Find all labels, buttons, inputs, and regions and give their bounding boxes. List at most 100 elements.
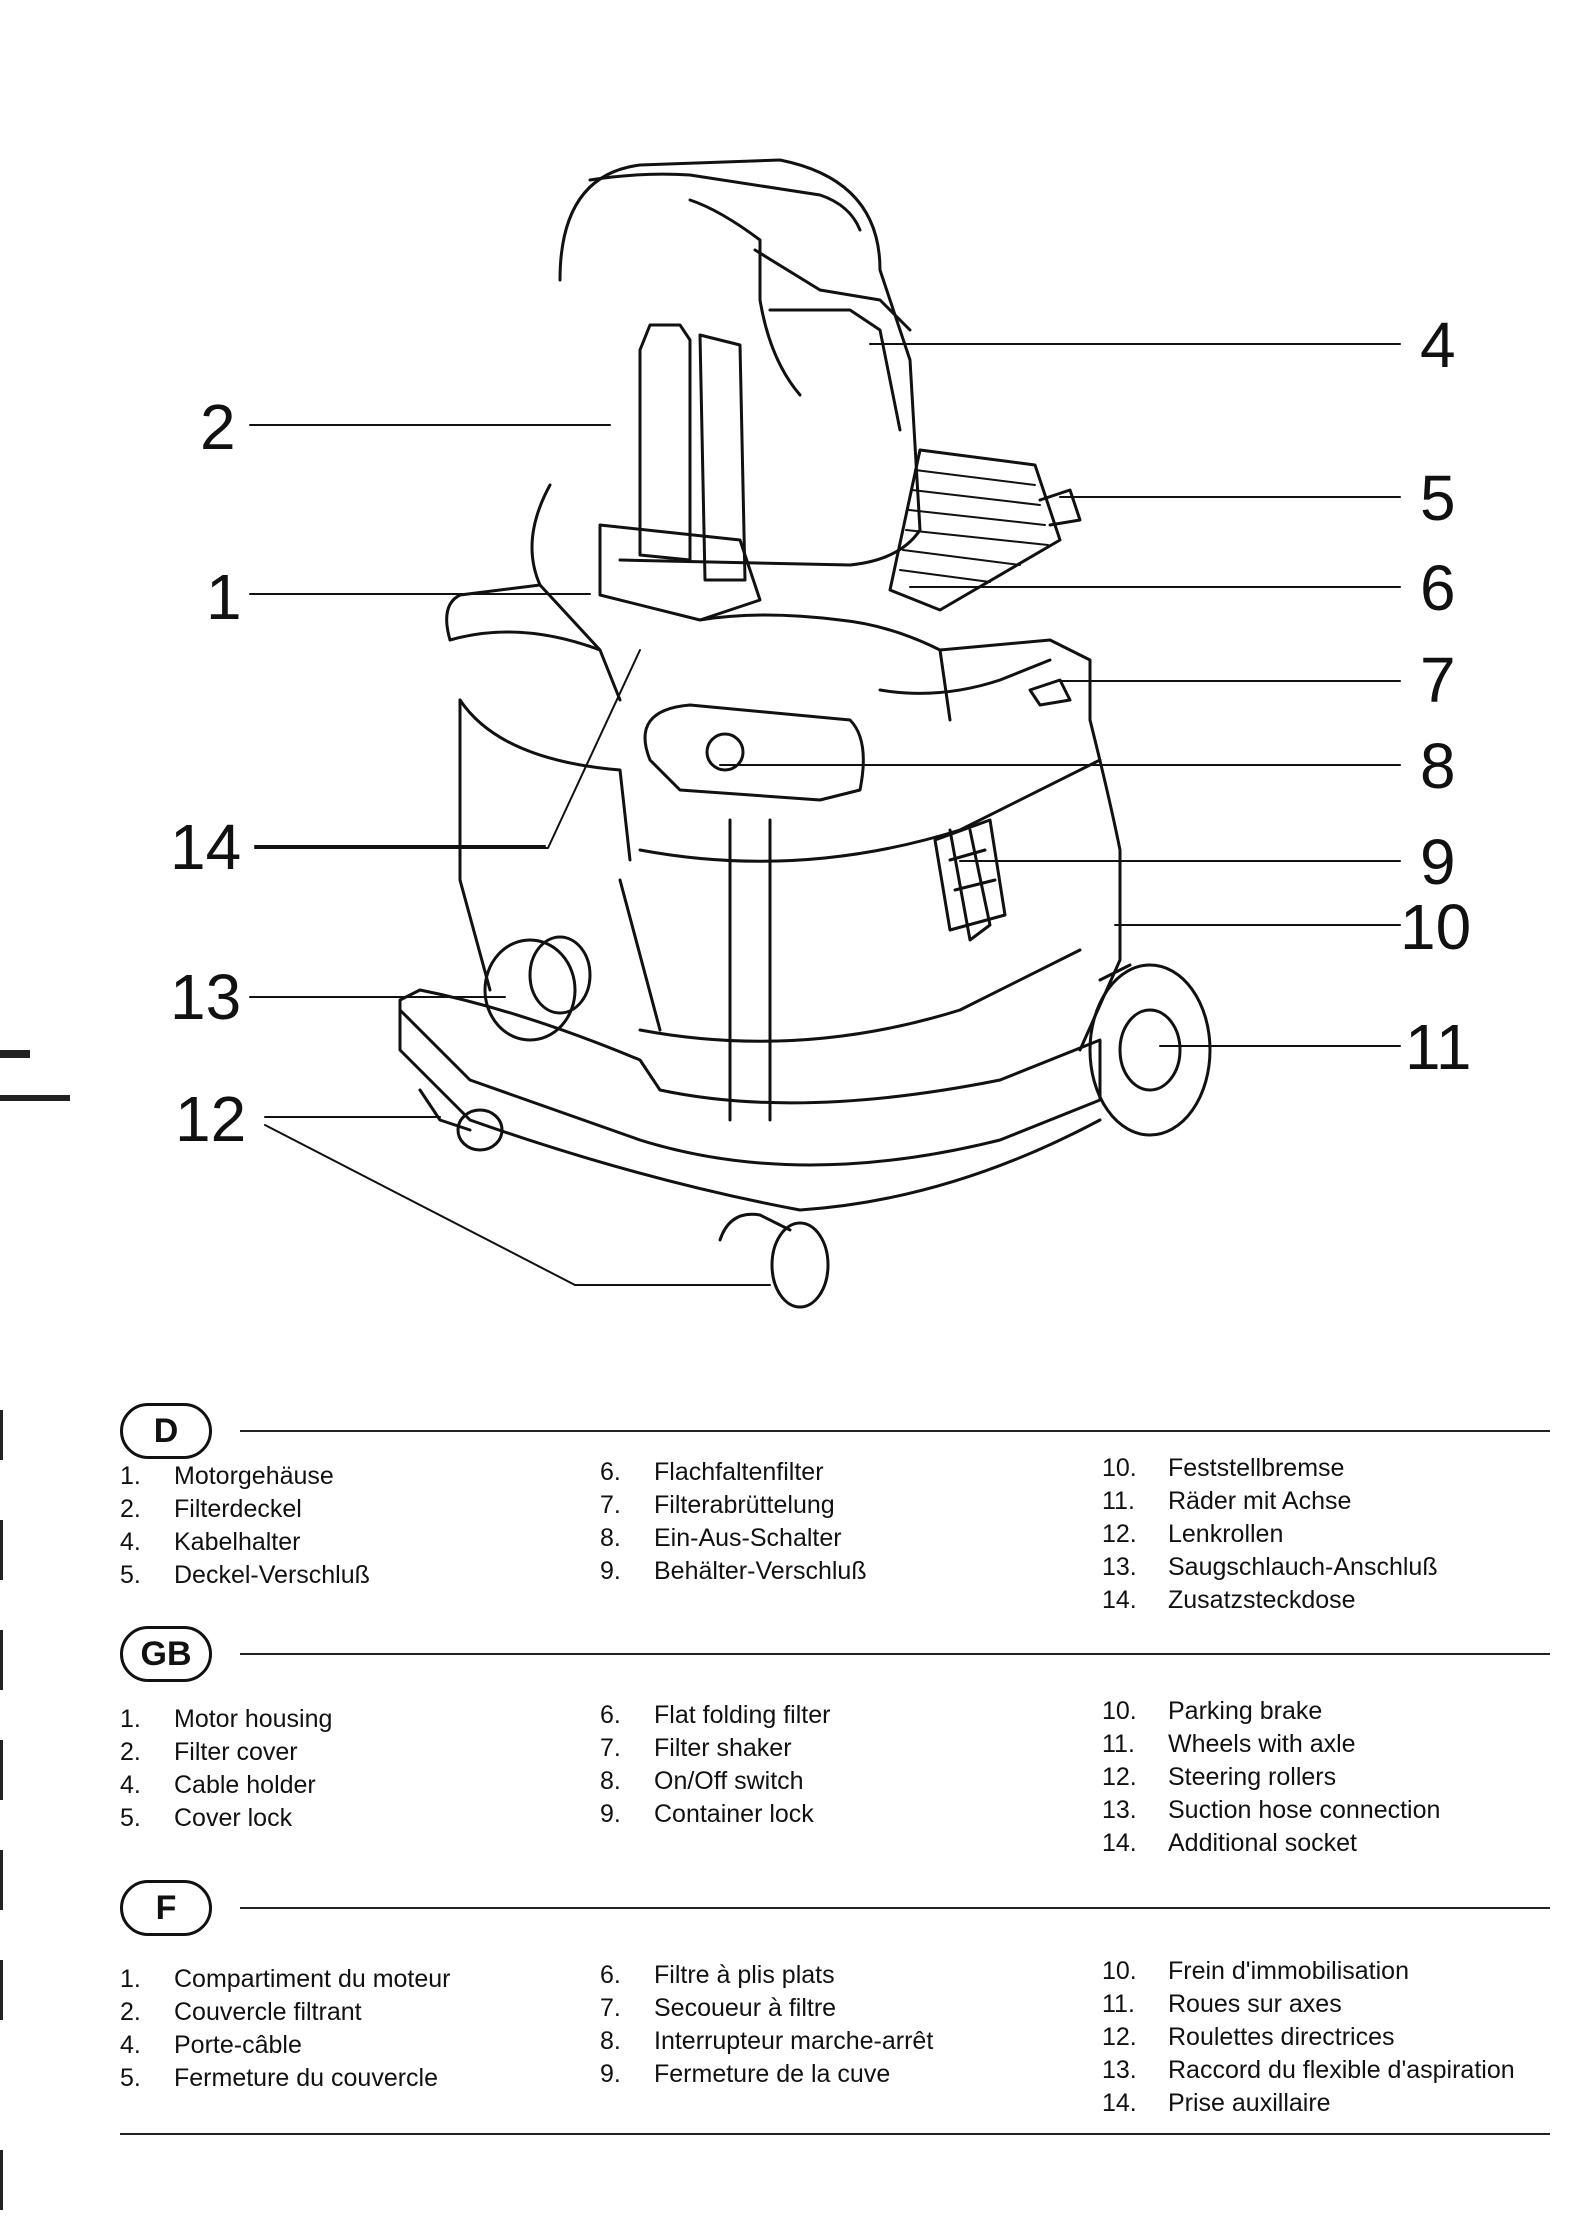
legend-item-number: 5. xyxy=(120,2064,141,2092)
legend-item-label: Lenkrollen xyxy=(1168,1520,1284,1548)
callout-11: 11 xyxy=(1405,1011,1472,1083)
legend-item-number: 7. xyxy=(600,1734,621,1762)
legend-item-label: Couvercle filtrant xyxy=(174,1998,362,2026)
legend-item-label: Wheels with axle xyxy=(1168,1730,1356,1758)
scan-mark xyxy=(0,1630,3,1690)
legend-item-label: Filter shaker xyxy=(654,1734,792,1762)
legend-item-label: Raccord du flexible d'aspiration xyxy=(1168,2056,1515,2084)
legend-item: 7.Filterabrüttelung xyxy=(600,1489,867,1522)
legend-item-label: Motor housing xyxy=(174,1705,333,1733)
legend-item-label: Porte-câble xyxy=(174,2031,302,2059)
legend-item-number: 10. xyxy=(1102,1454,1137,1482)
legend-item-number: 8. xyxy=(600,1524,621,1552)
divider xyxy=(240,1430,1550,1432)
legend-item-number: 8. xyxy=(600,1767,621,1795)
legend-item-label: Zusatzsteckdose xyxy=(1168,1586,1356,1614)
legend-item-number: 2. xyxy=(120,1998,141,2026)
legend-item-label: Suction hose connection xyxy=(1168,1796,1441,1824)
legend-column: 10.Parking brake 11.Wheels with axle 12.… xyxy=(1102,1695,1440,1860)
legend-item: 12.Lenkrollen xyxy=(1102,1518,1438,1551)
legend-item-label: Feststellbremse xyxy=(1168,1454,1345,1482)
tank-drawing xyxy=(458,698,1122,1122)
legend-item-number: 1. xyxy=(120,1705,141,1733)
legend-item-label: Flat folding filter xyxy=(654,1701,831,1729)
legend-item-label: Saugschlauch-Anschluß xyxy=(1168,1553,1438,1581)
legend-item: 5. Fermeture du couvercle xyxy=(120,2062,451,2095)
legend-item-label: Roues sur axes xyxy=(1168,1990,1342,2018)
legend-item-number: 10. xyxy=(1102,1697,1137,1725)
legend-item-label: Fermeture de la cuve xyxy=(654,2060,891,2088)
legend-item-number: 8. xyxy=(600,2027,621,2055)
callout-7: 7 xyxy=(1420,644,1456,716)
legend-item: 8.On/Off switch xyxy=(600,1765,830,1798)
legend-item-label: Prise auxillaire xyxy=(1168,2089,1331,2117)
legend-item-number: 1. xyxy=(120,1965,141,1993)
legend-item: 2. Couvercle filtrant xyxy=(120,1996,451,2029)
legend-item: 4.Cable holder xyxy=(120,1769,332,1802)
container-lock-drawing xyxy=(933,818,1007,932)
language-badge-f: F xyxy=(120,1880,212,1936)
legend-column: 6.Filtre à plis plats 7.Secoueur à filtr… xyxy=(600,1959,933,2091)
legend-item: 1. Motor housing xyxy=(120,1703,332,1736)
legend-item-label: Räder mit Achse xyxy=(1168,1487,1352,1515)
legend-item: 9.Container lock xyxy=(600,1798,830,1831)
legend-column: 1. Compartiment du moteur 2. Couvercle fil… xyxy=(120,1963,451,2095)
legend-item: 5.Deckel-Verschluß xyxy=(120,1559,370,1592)
legend-item-label: Secoueur à filtre xyxy=(654,1994,837,2022)
legend-item-number: 5. xyxy=(120,1804,141,1832)
scan-mark xyxy=(0,1050,30,1058)
hose-connection-drawing xyxy=(483,935,592,1042)
legend-item-label: Container lock xyxy=(654,1800,814,1828)
legend-item: 2.Filterdeckel xyxy=(120,1493,370,1526)
handle-drawing xyxy=(598,323,762,622)
scan-mark xyxy=(0,1410,3,1460)
flat-filter-drawing xyxy=(888,448,1062,612)
legend-item: 1. Compartiment du moteur xyxy=(120,1963,451,1996)
legend-item-label: Compartiment du moteur xyxy=(174,1965,451,1993)
legend-item-number: 4. xyxy=(120,2031,141,2059)
legend-item: 5.Cover lock xyxy=(120,1802,332,1835)
legend-item-number: 2. xyxy=(120,1738,141,1766)
callout-13: 13 xyxy=(170,961,242,1033)
callout-9: 9 xyxy=(1420,826,1456,898)
legend-item-label: Filter cover xyxy=(174,1738,298,1766)
legend-item: 10.Frein d'immobilisation xyxy=(1102,1955,1515,1988)
legend-item-label: Fermeture du couvercle xyxy=(174,2064,439,2092)
legend-item: 13.Suction hose connection xyxy=(1102,1794,1440,1827)
legend-item: 13.Raccord du flexible d'aspiration xyxy=(1102,2054,1515,2087)
legend-item: 7. Filter shaker xyxy=(600,1732,830,1765)
legend-column: 10.Frein d'immobilisation 11. Roues sur a… xyxy=(1102,1955,1515,2120)
legend-item: 4.Kabelhalter xyxy=(120,1526,370,1559)
legend-item-label: Motorgehäuse xyxy=(174,1462,334,1490)
legend-item-number: 10. xyxy=(1102,1957,1137,1985)
legend-item-label: Behälter-Verschluß xyxy=(654,1557,867,1585)
legend-item-number: 6. xyxy=(600,1458,621,1486)
callout-2: 2 xyxy=(200,391,236,463)
legend-item-number: 6. xyxy=(600,1701,621,1729)
callout-12: 12 xyxy=(175,1083,247,1155)
legend-item-number: 6. xyxy=(600,1961,621,1989)
legend-header-gb: GB xyxy=(120,1626,1550,1686)
legend-item: 12.Steering rollers xyxy=(1102,1761,1440,1794)
scan-mark xyxy=(0,1850,3,1910)
legend-item-label: Ein-Aus-Schalter xyxy=(654,1524,842,1552)
language-badge-d: D xyxy=(120,1403,212,1459)
legend-item: 14.Additional socket xyxy=(1102,1827,1440,1860)
legend-item-number: 11. xyxy=(1102,1730,1135,1758)
legend-item: 9.Behälter-Verschluß xyxy=(600,1555,867,1588)
legend-item-label: Filtre à plis plats xyxy=(654,1961,835,1989)
callout-6: 6 xyxy=(1420,552,1456,624)
legend-item-label: Interrupteur marche-arrêt xyxy=(654,2027,934,2055)
legend-item: 2. Filter cover xyxy=(120,1736,332,1769)
legend-item-number: 12. xyxy=(1102,2023,1137,2051)
legend-item-number: 4. xyxy=(120,1528,141,1556)
legend-item-number: 11. xyxy=(1102,1990,1135,2018)
legend-item: 12.Roulettes directrices xyxy=(1102,2021,1515,2054)
divider xyxy=(240,1907,1550,1909)
legend-item-number: 11. xyxy=(1102,1487,1135,1515)
legend-item: 10. Feststellbremse xyxy=(1102,1452,1438,1485)
legend-item-number: 14. xyxy=(1102,1829,1137,1857)
legend-item-label: Cable holder xyxy=(174,1771,316,1799)
legend-item-number: 12. xyxy=(1102,1763,1137,1791)
legend-item-label: Flachfaltenfilter xyxy=(654,1458,824,1486)
